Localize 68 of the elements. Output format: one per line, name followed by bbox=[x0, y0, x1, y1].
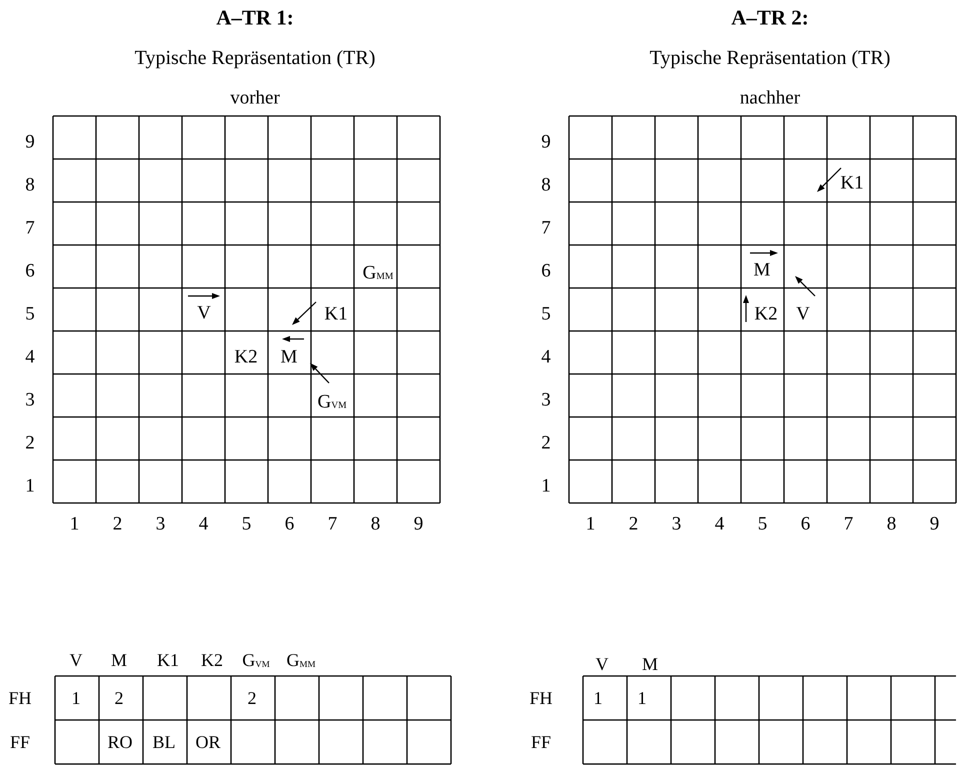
axis-label: 2 bbox=[25, 434, 35, 452]
grid-item-label: K2 bbox=[754, 304, 778, 324]
axis-label: 5 bbox=[242, 514, 252, 534]
grid-item-label: K1 bbox=[840, 174, 864, 192]
axis-label: 1 bbox=[541, 476, 551, 496]
column-header: M bbox=[111, 651, 127, 669]
row-header: FH bbox=[8, 689, 32, 707]
column-header: K1 bbox=[157, 651, 179, 669]
panel-subtitle: nachher bbox=[740, 88, 800, 108]
column-header: M bbox=[642, 655, 658, 673]
panel-subtitle: vorher bbox=[230, 88, 280, 108]
axis-label: 5 bbox=[25, 304, 35, 324]
axis-label: 7 bbox=[844, 514, 854, 534]
cell-value: 1 bbox=[638, 689, 646, 707]
axis-label: 2 bbox=[541, 434, 551, 452]
axis-label: 1 bbox=[25, 476, 35, 496]
panel-subtitle: Typische Repräsentation (TR) bbox=[650, 48, 890, 68]
axis-label: 7 bbox=[541, 218, 551, 238]
axis-label: 6 bbox=[284, 514, 294, 534]
panel-title: A–TR 1: bbox=[216, 8, 294, 28]
axis-label: 9 bbox=[414, 514, 424, 534]
axis-label: 4 bbox=[25, 348, 35, 366]
grid-item-label: K1 bbox=[324, 304, 348, 324]
column-header: V bbox=[70, 651, 82, 669]
axis-label: 7 bbox=[25, 218, 35, 238]
axis-label: 9 bbox=[930, 514, 940, 534]
axis-label: 1 bbox=[70, 514, 80, 534]
axis-label: 3 bbox=[541, 390, 551, 410]
cell-value: OR bbox=[196, 733, 220, 751]
axis-label: 4 bbox=[198, 514, 208, 534]
axis-label: 3 bbox=[672, 514, 682, 534]
row-header: FF bbox=[530, 733, 552, 751]
cell-value: 2 bbox=[114, 689, 124, 707]
grid-item-label: K2 bbox=[234, 348, 258, 366]
cell-value: 1 bbox=[72, 689, 80, 707]
axis-label: 6 bbox=[800, 514, 810, 534]
column-header: K2 bbox=[201, 651, 223, 669]
axis-label: 6 bbox=[25, 262, 35, 280]
cell-value: 1 bbox=[594, 689, 602, 707]
axis-label: 7 bbox=[328, 514, 338, 534]
axis-label: 8 bbox=[25, 176, 35, 194]
cell-value: 2 bbox=[248, 689, 256, 707]
grid-item-label: M bbox=[280, 348, 298, 366]
axis-label: 3 bbox=[25, 390, 35, 410]
axis-label: 5 bbox=[541, 304, 551, 324]
axis-label: 8 bbox=[541, 176, 551, 194]
axis-label: 5 bbox=[758, 514, 768, 534]
axis-label: 1 bbox=[586, 514, 596, 534]
axis-label: 9 bbox=[541, 132, 551, 152]
axis-label: 2 bbox=[112, 514, 122, 534]
row-header: FH bbox=[530, 689, 552, 707]
grid-item-label: V bbox=[197, 304, 211, 322]
grid-item-label: V bbox=[796, 304, 810, 324]
axis-label: 3 bbox=[156, 514, 166, 534]
panel-subtitle: Typische Repräsentation (TR) bbox=[134, 48, 376, 68]
panel-title: A–TR 2: bbox=[731, 8, 809, 28]
axis-label: 2 bbox=[628, 514, 638, 534]
axis-label: 4 bbox=[541, 348, 551, 366]
axis-label: 4 bbox=[714, 514, 724, 534]
axis-label: 8 bbox=[370, 514, 380, 534]
cell-value: RO bbox=[108, 733, 132, 751]
column-header: V bbox=[596, 655, 608, 673]
cell-value: BL bbox=[152, 733, 176, 751]
axis-label: 6 bbox=[541, 262, 551, 280]
grid-item-label: M bbox=[754, 260, 770, 280]
axis-label: 8 bbox=[886, 514, 896, 534]
row-header: FF bbox=[10, 733, 30, 751]
axis-label: 9 bbox=[25, 132, 35, 152]
